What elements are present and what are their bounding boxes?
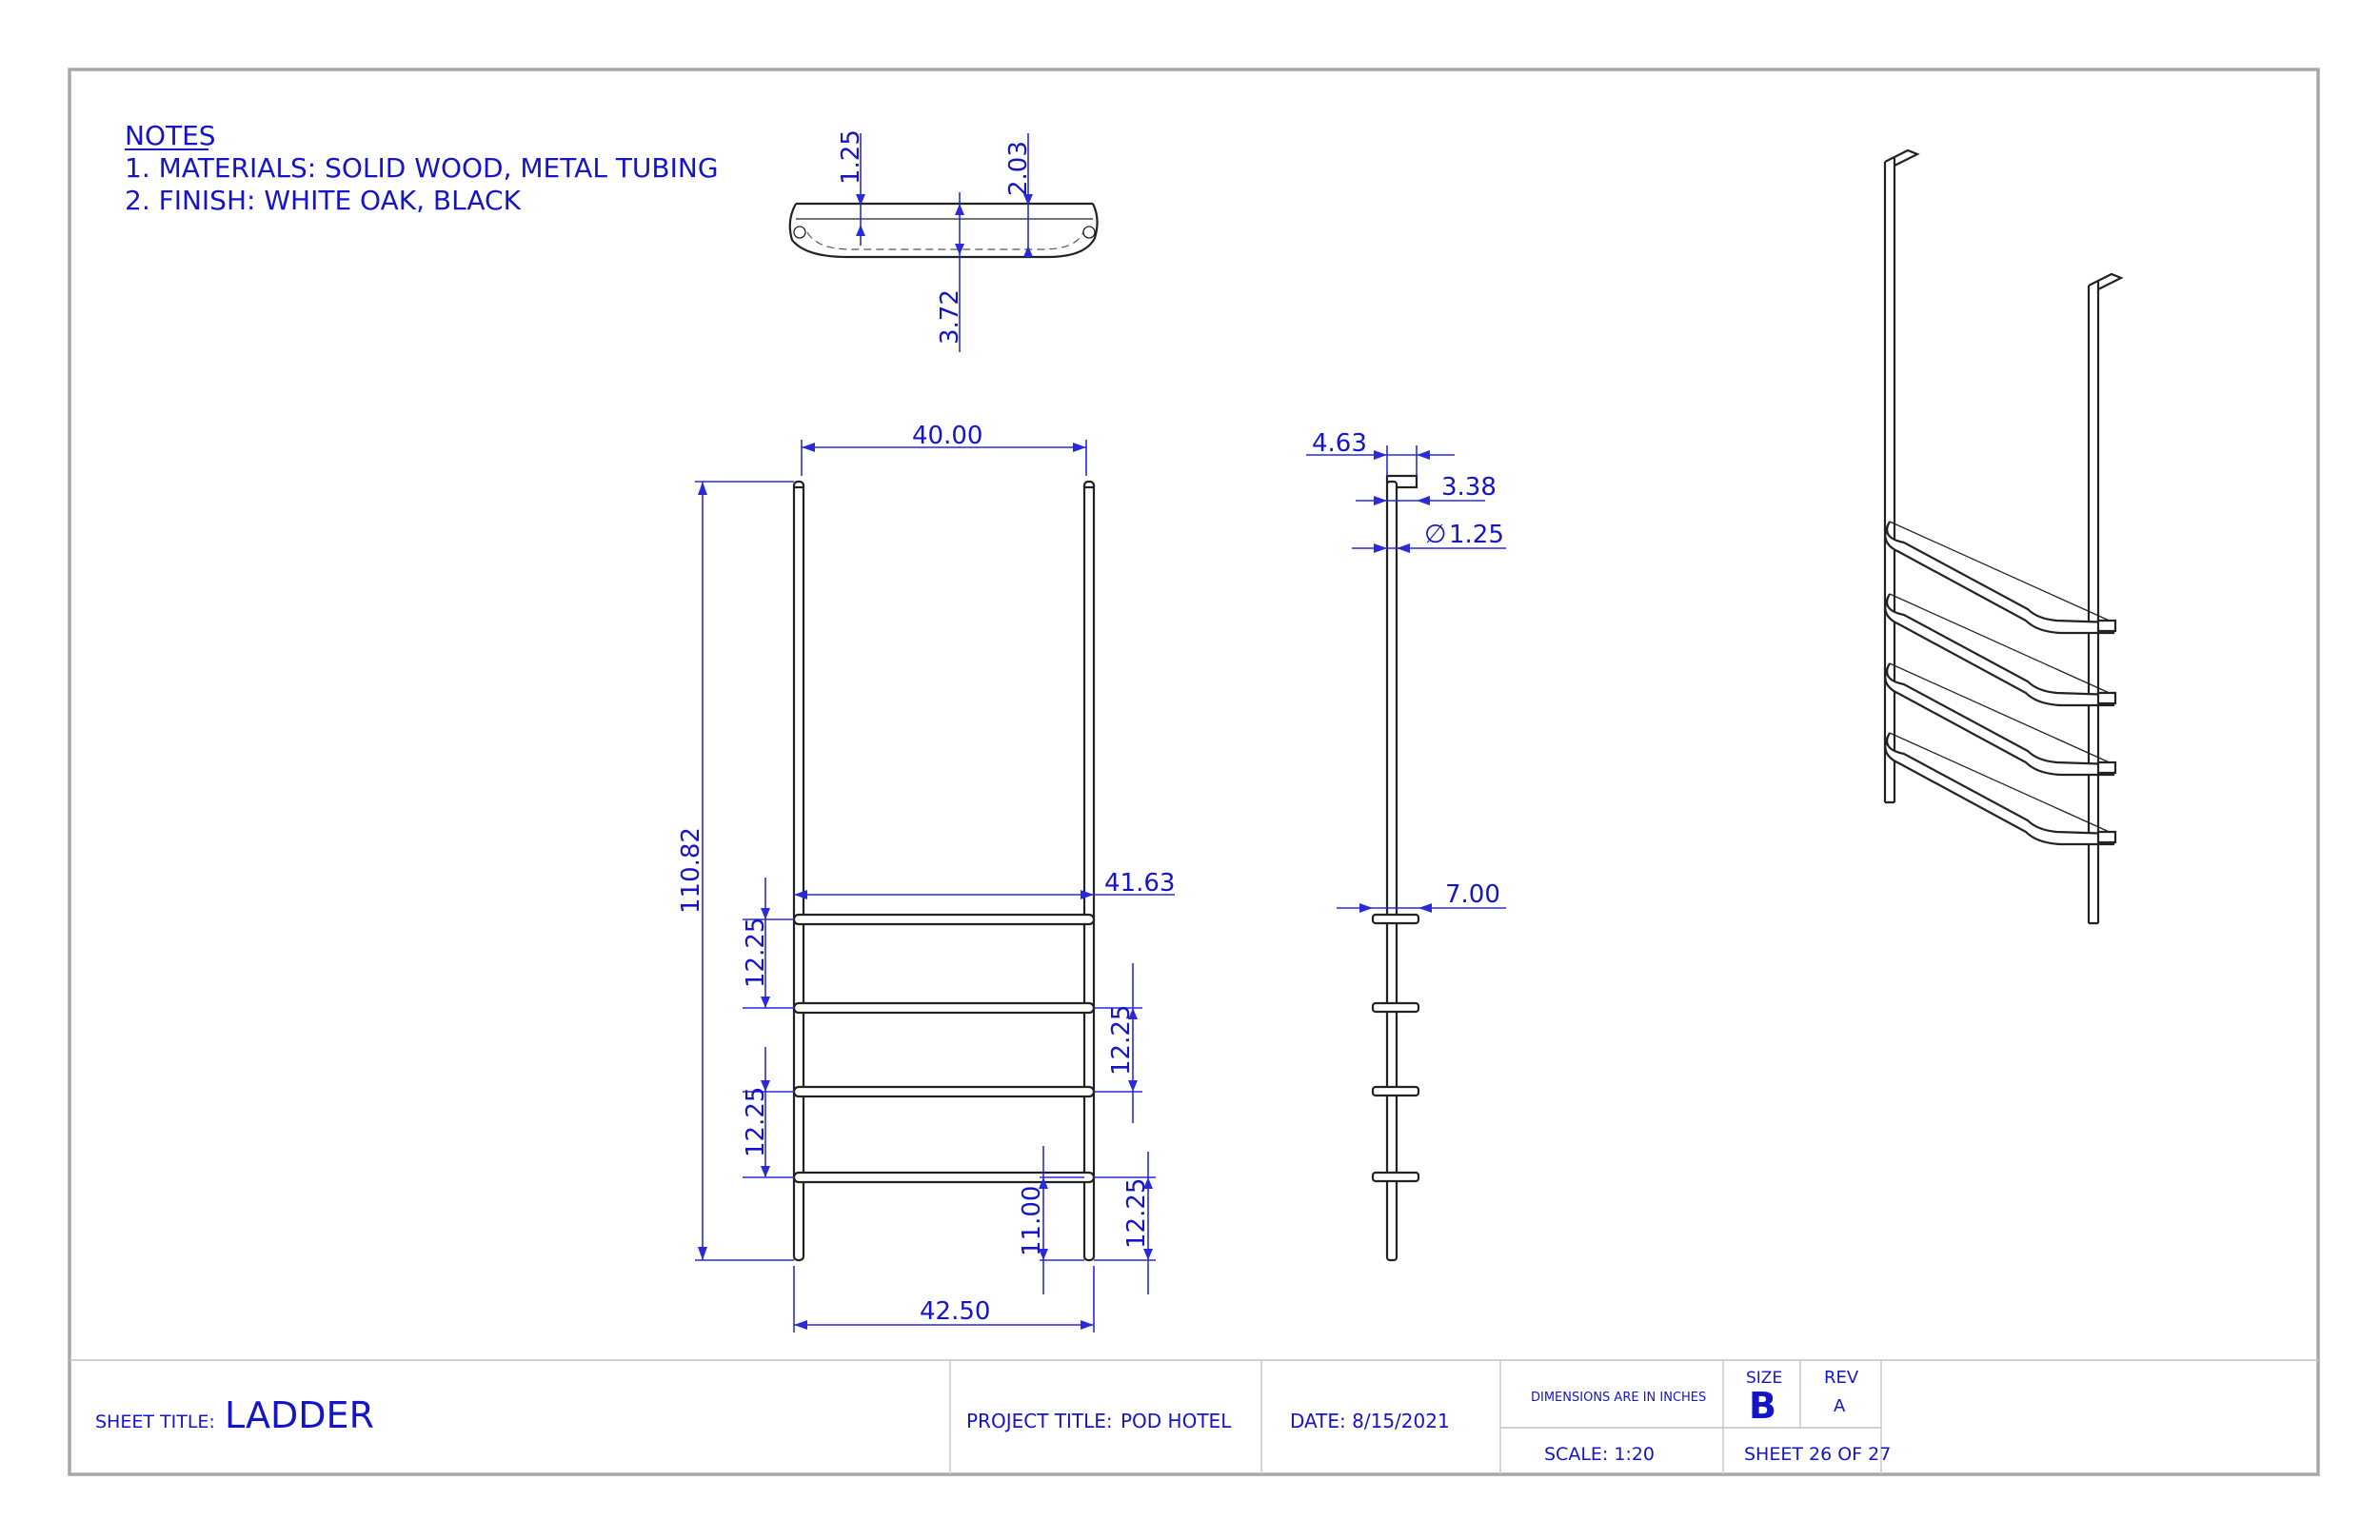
dim-offset: 4.63 (1312, 429, 1367, 458)
dim-spacing-b: 12.25 (742, 1087, 770, 1157)
iso-back-hook (1884, 148, 1920, 167)
top-view-shelf-outline (788, 203, 1099, 259)
iso-shelf-1 (1884, 521, 2117, 635)
arrow (794, 1320, 807, 1330)
arrow (1374, 543, 1387, 553)
project-title-label: PROJECT TITLE: (966, 1410, 1113, 1432)
arrow (856, 225, 865, 236)
rev-value: A (1834, 1396, 1846, 1416)
dim-hook: 3.38 (1441, 473, 1497, 502)
arrow (698, 1247, 707, 1260)
arrow (1023, 246, 1033, 257)
dim-height: 110.82 (677, 827, 705, 914)
arrow (955, 244, 964, 255)
arrow (1143, 1177, 1153, 1189)
notes-line-1: 1. MATERIALS: SOLID WOOD, METAL TUBING (125, 152, 719, 184)
sheet-title-label: SHEET TITLE: (95, 1412, 215, 1432)
arrow (1374, 450, 1387, 460)
iso-shelf-4 (1884, 732, 2117, 846)
arrow (1397, 543, 1410, 553)
arrow (1073, 443, 1086, 452)
arrow (1417, 450, 1430, 460)
front-shelf-2 (792, 1001, 1096, 1015)
arrow (761, 908, 770, 919)
arrow (1417, 496, 1430, 505)
date: DATE: 8/15/2021 (1290, 1410, 1450, 1432)
side-view: 4.63 3.38 ∅ 1.25 7.00 (1306, 429, 1506, 1262)
notes-line-2: 2. FINISH: WHITE OAK, BLACK (125, 185, 522, 216)
iso-back-post (1883, 158, 1896, 804)
front-left-post (792, 480, 805, 1262)
arrow (698, 482, 707, 495)
iso-shelf-2 (1884, 593, 2117, 707)
side-shelf-1 (1371, 913, 1420, 925)
size-label: SIZE (1746, 1369, 1782, 1388)
dim-top-1: 1.25 (837, 129, 865, 185)
top-view-hidden-line (806, 231, 1084, 250)
arrow (1081, 1320, 1094, 1330)
dim-dia: 1.25 (1449, 521, 1504, 549)
notes-block: NOTES 1. MATERIALS: SOLID WOOD, METAL TU… (125, 120, 719, 216)
arrow (794, 890, 807, 899)
top-view: 1.25 2.03 3.72 (788, 129, 1099, 352)
dim-width-top: 40.00 (912, 422, 982, 450)
dim-spacing-a: 12.25 (742, 918, 770, 988)
arrow (1359, 903, 1373, 913)
iso-front-post (2087, 282, 2100, 925)
side-shelf-2 (1371, 1001, 1420, 1014)
arrow (1039, 1177, 1048, 1189)
title-block: SHEET TITLE: LADDER PROJECT TITLE: POD H… (69, 1359, 2318, 1474)
side-post (1385, 480, 1398, 1262)
arrow (1418, 903, 1432, 913)
front-shelf-1 (792, 913, 1096, 926)
top-view-post-left (793, 226, 806, 239)
sheet-number: SHEET 26 OF 27 (1744, 1444, 1891, 1465)
dim-dia-symbol: ∅ (1424, 520, 1447, 549)
sheet-title: LADDER (225, 1394, 374, 1436)
arrow (761, 1080, 770, 1092)
arrow (955, 204, 964, 215)
front-view: 40.00 110.82 41.63 12.25 12.25 12.2 (677, 422, 1175, 1333)
arrow (1081, 890, 1094, 899)
isometric-view (1883, 148, 2124, 925)
arrow (856, 194, 865, 206)
side-shelf-3 (1371, 1085, 1420, 1097)
front-shelf-3 (792, 1085, 1096, 1098)
rev-label: REV (1824, 1368, 1859, 1388)
arrow (761, 997, 770, 1008)
arrow (761, 1166, 770, 1177)
project-title: POD HOTEL (1121, 1410, 1232, 1432)
dimensions-note: DIMENSIONS ARE IN INCHES (1531, 1391, 1706, 1405)
dim-bottom-gap: 11.00 (1018, 1186, 1046, 1256)
arrow (1128, 1008, 1138, 1019)
arrow (1023, 194, 1033, 206)
dim-width-bottom: 42.50 (920, 1297, 990, 1326)
size-value: B (1749, 1385, 1776, 1427)
scale: SCALE: 1:20 (1544, 1444, 1655, 1465)
iso-shelf-3 (1884, 662, 2117, 777)
side-shelf-4 (1371, 1171, 1420, 1183)
arrow (1128, 1080, 1138, 1092)
top-view-post-right (1082, 226, 1096, 239)
arrow (802, 443, 815, 452)
iso-front-hook (2088, 272, 2124, 290)
dim-shelf-width: 41.63 (1104, 869, 1175, 898)
dim-top-2: 2.03 (1004, 141, 1033, 196)
dim-depth: 7.00 (1445, 880, 1500, 909)
dim-spacing-c: 12.25 (1107, 1005, 1136, 1076)
arrow (1143, 1249, 1153, 1260)
notes-heading: NOTES (125, 120, 216, 151)
dim-spacing-d: 12.25 (1122, 1178, 1151, 1249)
dim-top-3: 3.72 (936, 289, 964, 345)
front-right-post (1082, 480, 1096, 1262)
arrow (1039, 1249, 1048, 1260)
arrow (1374, 496, 1387, 505)
sheet-border (68, 68, 2320, 1476)
